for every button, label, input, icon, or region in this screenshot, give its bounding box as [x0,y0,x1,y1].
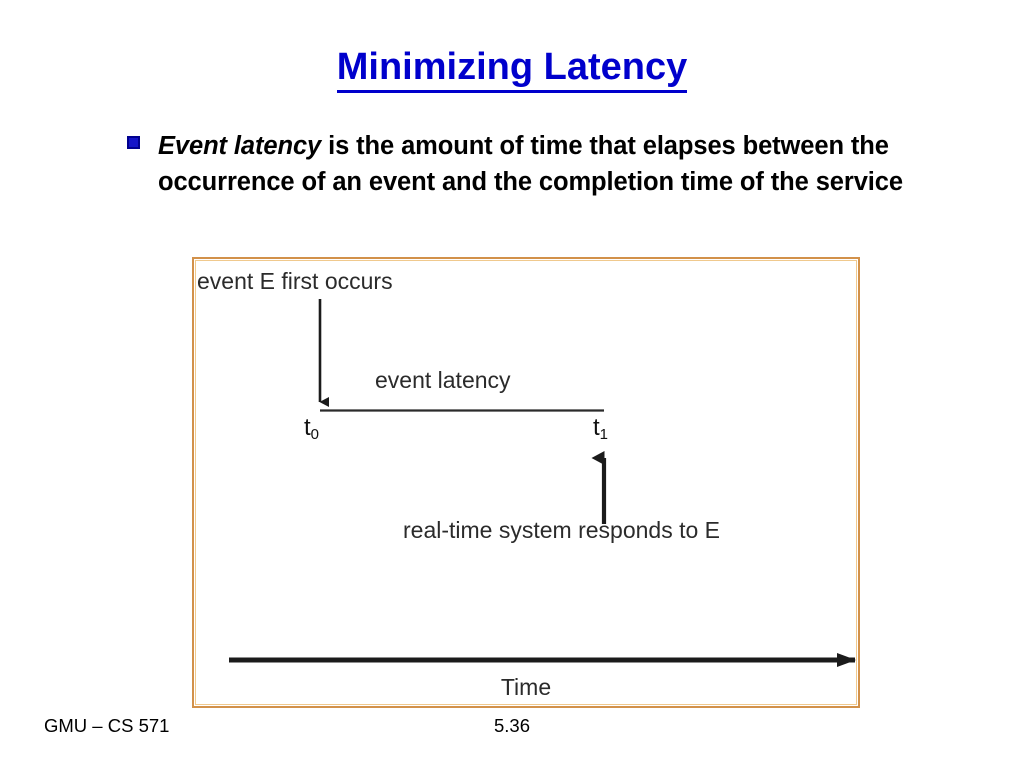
tick-label-t0: t0 [304,414,320,443]
tick-t1-subscript: 1 [599,426,609,443]
bullet-rest: is the amount of time that elapses betwe… [158,132,903,197]
bullet-text: Event latency is the amount of time that… [158,128,915,200]
label-event-latency: event latency [375,367,511,393]
square-bullet-icon [127,136,140,149]
page-title: Minimizing Latency [0,46,1024,93]
latency-diagram: event E first occurs event latency real-… [192,257,860,708]
footer-page-number: 5.36 [493,715,530,736]
tick-label-t1: t1 [593,414,609,443]
tick-t0-base: t [304,414,311,441]
bullet-list: Event latency is the amount of time that… [125,128,915,200]
label-realtime-responds: real-time system responds to E [403,517,721,543]
label-time-axis: Time [500,674,552,700]
label-event-first-occurs: event E first occurs [197,268,393,294]
bullet-emphasis: Event latency [158,132,322,160]
footer-course: GMU – CS 571 [44,715,170,736]
tick-t1-base: t [593,414,600,441]
diagram-graphics [229,299,856,667]
list-item: Event latency is the amount of time that… [125,128,915,200]
tick-t0-subscript: 0 [310,426,320,443]
page-title-text: Minimizing Latency [336,47,688,93]
